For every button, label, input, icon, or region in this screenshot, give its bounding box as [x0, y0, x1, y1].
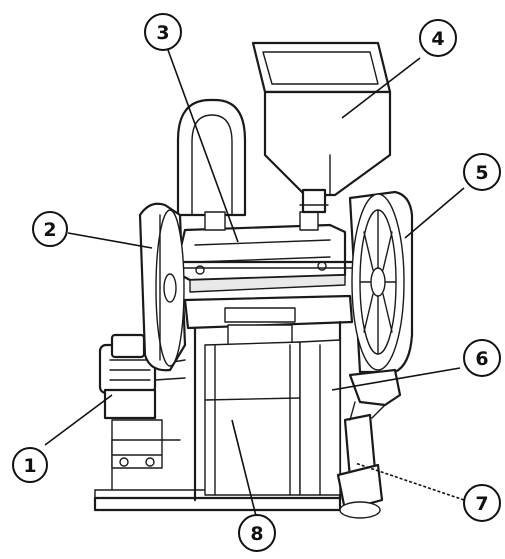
discharge-chute [336, 368, 402, 519]
support-frame [183, 294, 354, 502]
left-pulley [138, 202, 187, 372]
callout-1: 1 [12, 447, 48, 483]
callout-8-label: 8 [250, 523, 263, 545]
callout-2: 2 [32, 211, 68, 247]
callout-7-label: 7 [475, 493, 488, 515]
callout-5-label: 5 [475, 162, 488, 184]
callout-6: 6 [463, 339, 501, 377]
callout-2-label: 2 [43, 219, 56, 241]
grinding-housing [148, 211, 407, 293]
motor [98, 333, 186, 469]
feed-hopper [251, 41, 392, 214]
callout-5: 5 [463, 153, 501, 191]
right-pulley [348, 190, 414, 374]
callout-3-label: 3 [156, 22, 169, 44]
callout-8: 8 [238, 514, 276, 552]
callout-6-label: 6 [475, 348, 488, 370]
leader-lines [44, 49, 465, 521]
callout-4-label: 4 [431, 28, 444, 50]
callout-7: 7 [463, 484, 501, 522]
callout-1-label: 1 [23, 455, 36, 477]
air-duct [176, 98, 247, 217]
callout-4: 4 [419, 19, 457, 57]
callout-3: 3 [144, 13, 182, 51]
